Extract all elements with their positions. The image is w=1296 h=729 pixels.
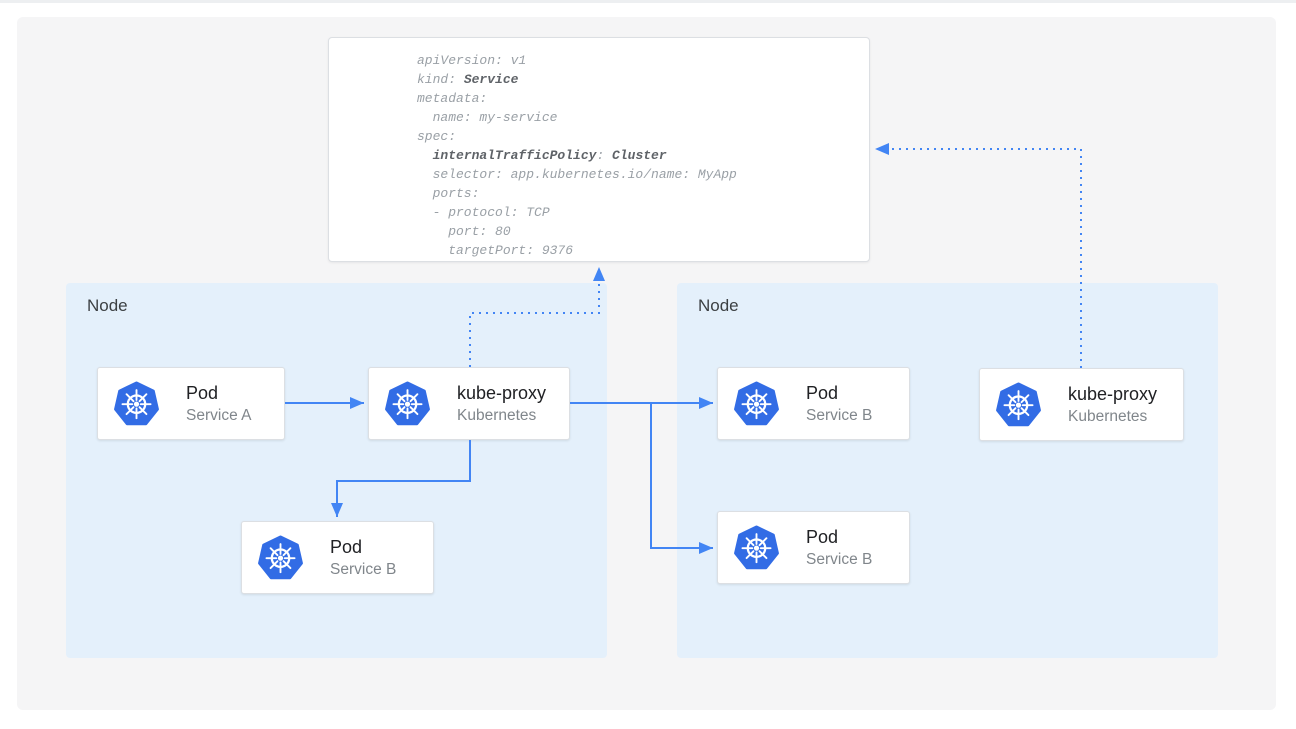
node-left: Node — [66, 283, 607, 658]
card-title: Pod — [806, 382, 839, 403]
card-title: kube-proxy — [457, 382, 547, 403]
card-title: Pod — [186, 382, 219, 403]
card-pod-service-b-right-bottom: Pod Service B — [717, 511, 910, 584]
service-yaml-code: apiVersion: v1 kind: Service metadata: nam… — [417, 51, 869, 260]
code-line: kind: Service — [417, 72, 519, 87]
card-kube-proxy-right: kube-proxy Kubernetes — [979, 368, 1184, 441]
code-line: name: my-service — [417, 110, 558, 125]
kubernetes-icon — [734, 381, 779, 426]
kubernetes-icon — [385, 381, 430, 426]
node-right: Node — [677, 283, 1218, 658]
card-title: Pod — [330, 536, 363, 557]
code-line: internalTrafficPolicy: Cluster — [432, 148, 667, 163]
card-subtitle: Service B — [806, 550, 873, 568]
kubernetes-icon — [258, 535, 303, 580]
node-label: Node — [87, 296, 128, 315]
code-line: - protocol: TCP — [417, 205, 550, 220]
top-divider — [0, 0, 1296, 3]
card-subtitle: Service A — [186, 406, 252, 424]
card-pod-service-a: Pod Service A — [97, 367, 285, 440]
code-line: ports: — [417, 186, 480, 201]
code-line: metadata: — [417, 91, 488, 106]
code-line: selector: app.kubernetes.io/name: MyApp — [417, 167, 737, 182]
card-title: Pod — [806, 526, 839, 547]
node-label: Node — [698, 296, 739, 315]
card-subtitle: Service B — [330, 560, 397, 578]
card-pod-service-b-left: Pod Service B — [241, 521, 434, 594]
card-title: kube-proxy — [1068, 383, 1158, 404]
card-subtitle: Kubernetes — [1068, 407, 1148, 425]
card-kube-proxy-left: kube-proxy Kubernetes — [368, 367, 570, 440]
code-line: port: 80 — [417, 224, 511, 239]
kubernetes-icon — [734, 525, 779, 570]
service-yaml-card: apiVersion: v1 kind: Service metadata: nam… — [328, 37, 870, 262]
card-pod-service-b-right-top: Pod Service B — [717, 367, 910, 440]
kubernetes-icon — [996, 382, 1041, 427]
card-subtitle: Service B — [806, 406, 873, 424]
kubernetes-icon — [114, 381, 159, 426]
code-line: spec: — [417, 129, 457, 144]
code-line: apiVersion: v1 — [417, 53, 527, 68]
card-subtitle: Kubernetes — [457, 406, 537, 424]
code-line: targetPort: 9376 — [417, 243, 574, 258]
